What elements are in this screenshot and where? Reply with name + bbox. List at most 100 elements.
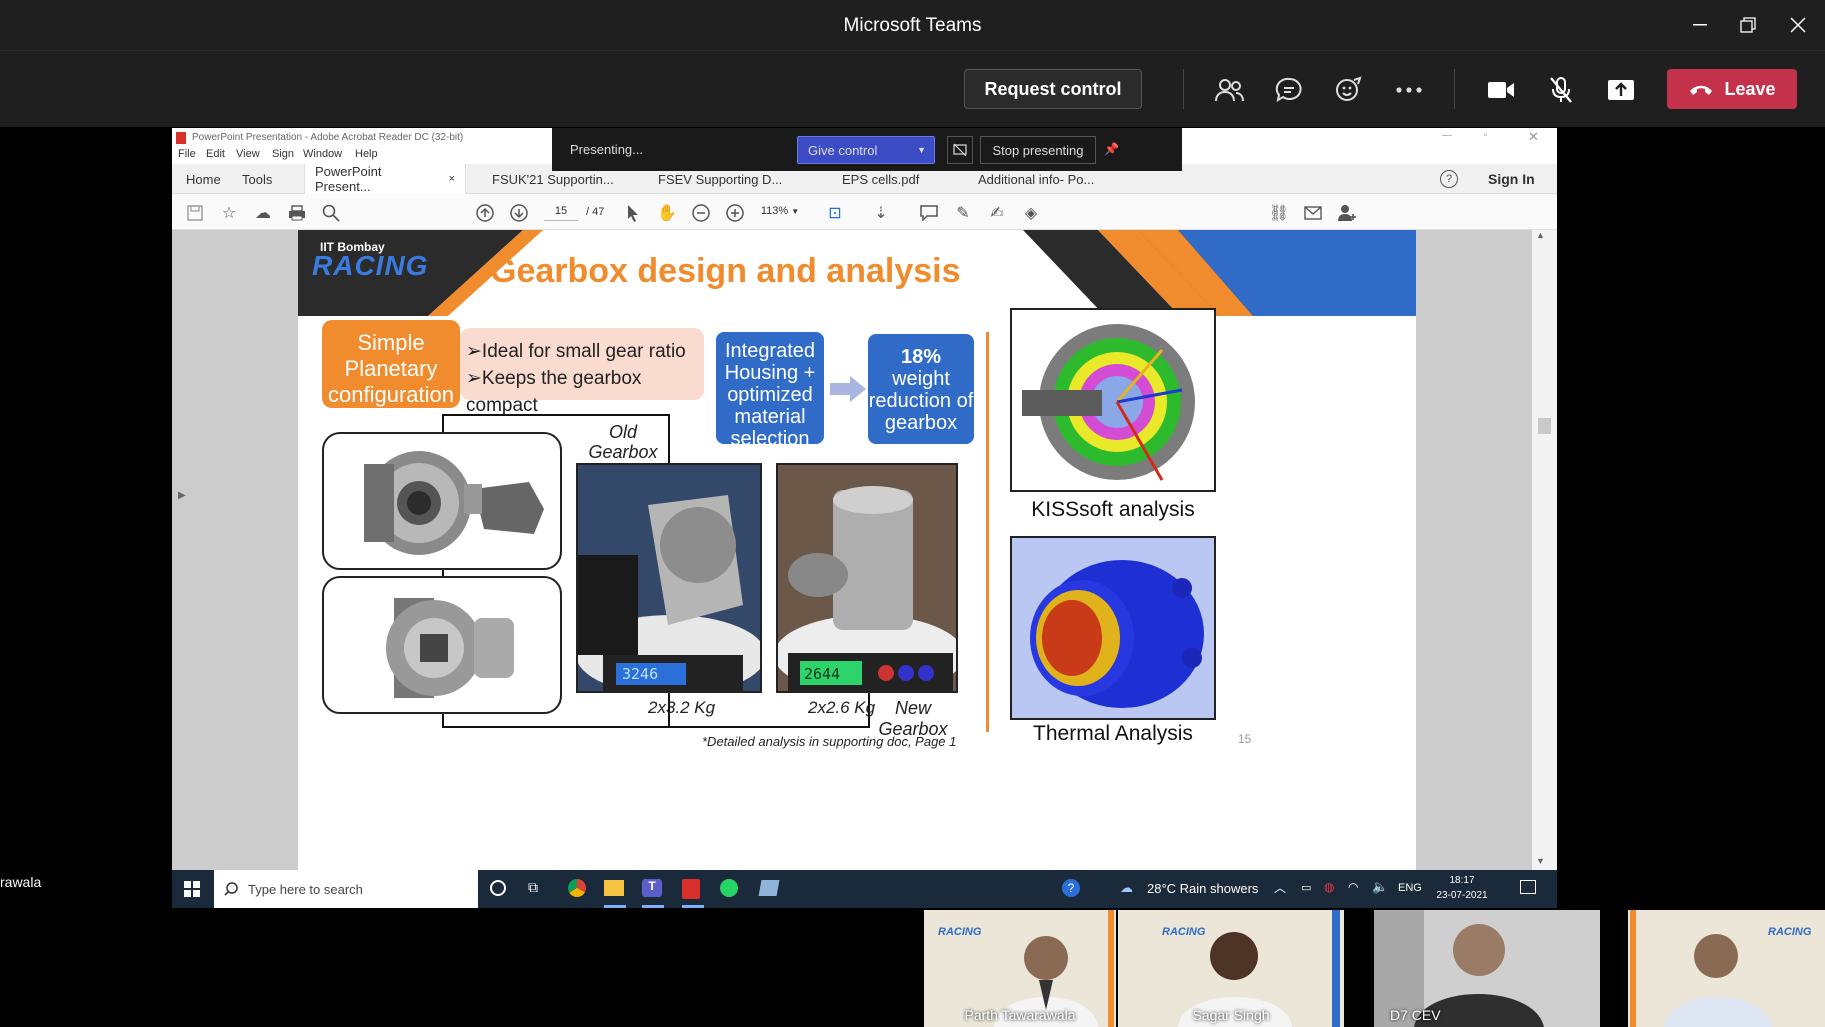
add-user-icon[interactable] — [1336, 202, 1358, 224]
email-icon[interactable] — [1302, 202, 1324, 224]
acrobat-menu-bar: File Edit View Sign Window Help — [172, 148, 1557, 164]
include-audio-icon[interactable] — [947, 136, 973, 164]
chrome-icon[interactable] — [568, 879, 586, 897]
participant-tile[interactable]: D7 CEV — [1374, 910, 1600, 1027]
participant-tile[interactable]: RACING — [1628, 910, 1825, 1027]
acrobat-logo-icon — [176, 132, 186, 144]
menu-help[interactable]: Help — [355, 148, 378, 160]
find-icon[interactable] — [320, 202, 342, 224]
taskbar-search[interactable]: Type here to search — [214, 870, 478, 908]
task-view-icon[interactable]: ⧉ — [528, 879, 538, 895]
notifications-icon[interactable] — [1520, 880, 1536, 894]
chat-icon[interactable] — [1272, 73, 1306, 107]
old-gearbox-photo: 3246 — [576, 463, 762, 693]
sign-icon[interactable]: ✍ — [990, 205, 1004, 222]
chevron-down-icon: ▼ — [791, 207, 800, 216]
page-fit-icon[interactable]: ⊡ — [828, 205, 842, 222]
acrobat-restore-icon[interactable]: ▫ — [1484, 130, 1488, 141]
doc-tab[interactable]: FSEV Supporting D... — [658, 171, 783, 187]
hand-tool-icon[interactable]: ✋ — [657, 205, 677, 222]
acrobat-taskbar-icon[interactable] — [682, 879, 700, 899]
weight-text: weight reduction of gearbox — [868, 368, 974, 434]
menu-sign[interactable]: Sign — [272, 148, 295, 160]
highlight-pen-icon[interactable]: ✎ — [956, 205, 970, 222]
reactions-icon[interactable] — [1332, 73, 1366, 107]
scroll-down-icon[interactable]: ▼ — [1536, 856, 1545, 866]
menu-view[interactable]: View — [236, 148, 260, 160]
save-icon[interactable] — [184, 202, 206, 224]
zoom-select[interactable]: 113% ▼ — [756, 205, 804, 221]
wifi-icon[interactable]: ◠ — [1348, 880, 1359, 894]
menu-file[interactable]: File — [178, 148, 196, 160]
footnote: *Detailed analysis in supporting doc, Pa… — [702, 734, 957, 749]
leave-button[interactable]: Leave — [1667, 69, 1797, 109]
gearbox-render-1 — [322, 432, 562, 570]
windows-start-icon[interactable] — [184, 881, 200, 897]
doc-tab-active[interactable]: PowerPoint Present... × — [304, 164, 466, 194]
tab-close-icon[interactable]: × — [448, 173, 455, 185]
upload-cloud-icon[interactable]: ☁ — [255, 205, 271, 222]
file-explorer-icon[interactable] — [604, 880, 624, 896]
participants-icon[interactable] — [1212, 73, 1246, 107]
camera-icon[interactable] — [1484, 73, 1518, 107]
participant-name: Sagar Singh — [1192, 1007, 1270, 1023]
share-link-icon[interactable]: ⛓ — [1268, 205, 1290, 222]
doc-tab[interactable]: FSUK'21 Supportin... — [492, 171, 614, 187]
pin-icon[interactable]: 📌 — [1104, 142, 1119, 156]
page-down-icon[interactable] — [508, 202, 530, 224]
volume-icon[interactable]: 🔈 — [1372, 879, 1389, 894]
participant-name-partial: rawala — [0, 874, 42, 890]
left-panel-toggle-icon[interactable]: ▶ — [178, 490, 186, 501]
leave-label: Leave — [1724, 78, 1776, 99]
app-icon[interactable] — [758, 880, 780, 896]
participant-tile[interactable]: RACING Parth Tawarawala — [924, 910, 1116, 1027]
print-icon[interactable] — [286, 202, 308, 224]
restore-icon[interactable] — [1728, 10, 1768, 40]
home-tab[interactable]: Home — [186, 171, 221, 187]
participant-tile[interactable]: RACING Sagar Singh — [1118, 910, 1344, 1027]
menu-edit[interactable]: Edit — [206, 148, 225, 160]
weather-text[interactable]: 28°C Rain showers — [1147, 881, 1259, 896]
more-icon[interactable] — [1392, 73, 1426, 107]
page-up-icon[interactable] — [474, 202, 496, 224]
tools-tab[interactable]: Tools — [242, 171, 273, 187]
comment-icon[interactable] — [918, 202, 940, 224]
teams-icon[interactable]: T — [642, 879, 662, 897]
doc-tab[interactable]: EPS cells.pdf — [842, 171, 920, 187]
zoom-out-icon[interactable] — [690, 202, 712, 224]
close-icon[interactable] — [1778, 10, 1818, 40]
antivirus-icon[interactable]: ◍ — [1324, 880, 1335, 894]
minimize-icon[interactable] — [1680, 10, 1720, 40]
language-indicator[interactable]: ENG — [1398, 882, 1422, 894]
tile-logo: RACING — [938, 926, 982, 938]
page-number-input[interactable]: 15 — [544, 205, 578, 221]
stop-presenting-button[interactable]: Stop presenting — [980, 136, 1096, 164]
scroll-mode-icon[interactable]: ⇣ — [874, 205, 888, 222]
share-icon[interactable] — [1604, 73, 1638, 107]
housing-box: Integrated Housing + optimized material … — [716, 332, 824, 450]
request-control-button[interactable]: Request control — [964, 69, 1142, 109]
help-icon[interactable]: ? — [1440, 170, 1458, 188]
doc-tab[interactable]: Additional info- Po... — [978, 171, 1095, 187]
kisssoft-label: KISSsoft analysis — [1031, 498, 1195, 521]
whatsapp-icon[interactable] — [720, 879, 738, 897]
scrollbar-thumb[interactable] — [1538, 418, 1551, 434]
fill-sign-icon[interactable]: ◈ — [1024, 205, 1038, 222]
sign-in-button[interactable]: Sign In — [1488, 171, 1535, 187]
slide-title: Gearbox design and analysis — [490, 252, 961, 290]
menu-window[interactable]: Window — [303, 148, 343, 160]
bookmark-star-icon[interactable]: ☆ — [221, 205, 237, 222]
acrobat-close-icon[interactable]: ✕ — [1528, 129, 1539, 144]
zoom-in-icon[interactable] — [724, 202, 746, 224]
scroll-up-icon[interactable]: ▲ — [1536, 230, 1545, 240]
mic-muted-icon[interactable] — [1544, 73, 1578, 107]
select-cursor-icon[interactable] — [622, 202, 644, 224]
battery-icon[interactable]: ▭ — [1301, 882, 1312, 894]
cortana-icon[interactable] — [490, 880, 506, 896]
acrobat-minimize-icon[interactable]: — — [1442, 130, 1452, 141]
scrollbar[interactable]: ▲ ▼ — [1532, 230, 1557, 870]
give-control-dropdown[interactable]: Give control ▼ — [797, 136, 935, 164]
tray-chevron-icon[interactable]: ︿ — [1274, 881, 1287, 895]
clock[interactable]: 18:17 23-07-2021 — [1434, 873, 1490, 903]
help-tray-icon[interactable]: ? — [1062, 879, 1080, 897]
